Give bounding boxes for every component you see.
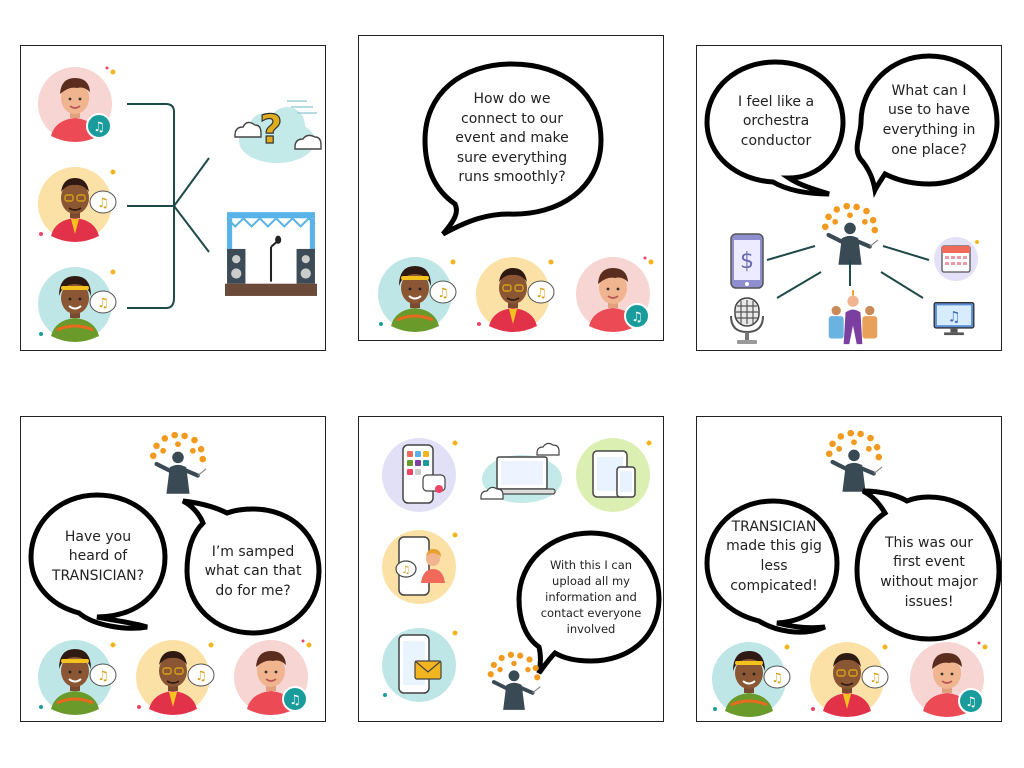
phone-mail-icon bbox=[381, 627, 459, 703]
bubble-text-left: TRANSICIAN made this gig less compicated… bbox=[726, 518, 822, 594]
phone-apps-icon bbox=[381, 437, 459, 513]
question-cloud-icon bbox=[234, 100, 322, 164]
person-yellow-avatar-icon bbox=[475, 256, 555, 333]
conductor-icon bbox=[485, 651, 543, 712]
bubble-text: With this I can upload all my informatio… bbox=[540, 557, 642, 637]
microphone-icon bbox=[730, 297, 764, 345]
phone-chat-icon bbox=[381, 529, 459, 605]
speech-bubble-left bbox=[704, 59, 846, 197]
panel-6: TRANSICIAN made this gig less compicated… bbox=[696, 416, 1002, 722]
stage-icon bbox=[225, 211, 317, 297]
person-red-avatar-icon bbox=[575, 255, 655, 333]
person-yellow-avatar-icon bbox=[809, 641, 889, 718]
laptop-icon bbox=[480, 442, 563, 504]
panel-4: Have you heard of TRANSICIAN? I’m samped… bbox=[20, 416, 326, 722]
person-yellow-avatar-icon bbox=[135, 639, 215, 716]
person-red-avatar-icon bbox=[233, 638, 313, 716]
speech-bubble bbox=[516, 530, 662, 675]
conductor-icon bbox=[822, 203, 878, 265]
panel-3: I feel like a orchestra conductor What c… bbox=[696, 45, 1002, 351]
bubble-text-right: What can I use to have everything in one… bbox=[882, 82, 976, 158]
calendar-icon bbox=[933, 236, 980, 282]
connector-lines bbox=[766, 245, 930, 299]
band-icon bbox=[827, 290, 879, 346]
person-teal-avatar-icon bbox=[711, 640, 791, 719]
speech-bubble-left bbox=[28, 492, 168, 631]
phone-dollar-icon bbox=[730, 233, 764, 289]
person-teal-avatar-icon bbox=[377, 255, 457, 334]
bubble-text-left: Have you heard of TRANSICIAN? bbox=[51, 528, 145, 584]
conductor-icon bbox=[150, 432, 206, 494]
conductor-icon bbox=[826, 430, 882, 492]
tablet-phone-icon bbox=[575, 437, 653, 513]
bubble-text: How do we connect to our event and make … bbox=[455, 91, 569, 186]
person-red-avatar-icon bbox=[37, 65, 117, 143]
person-yellow-avatar-icon bbox=[37, 166, 117, 243]
monitor-music-icon bbox=[933, 302, 975, 336]
person-teal-avatar-icon bbox=[37, 638, 117, 717]
connector-lines bbox=[127, 103, 210, 309]
person-red-avatar-icon bbox=[909, 640, 989, 718]
speech-bubble-right bbox=[854, 488, 1001, 642]
panel-1 bbox=[20, 45, 326, 351]
speech-bubble-right bbox=[181, 498, 322, 636]
speech-bubble-right bbox=[854, 53, 1000, 198]
bubble-text-right: This was our first event without major i… bbox=[880, 534, 978, 610]
bubble-text-right: I’m samped what can that do for me? bbox=[204, 543, 302, 599]
speech-bubble bbox=[422, 61, 604, 237]
bubble-text-left: I feel like a orchestra conductor bbox=[737, 93, 815, 149]
panel-2: How do we connect to our event and make … bbox=[358, 35, 664, 341]
panel-5: With this I can upload all my informatio… bbox=[358, 416, 664, 722]
speech-bubble-left bbox=[704, 498, 840, 635]
person-teal-avatar-icon bbox=[37, 265, 117, 344]
